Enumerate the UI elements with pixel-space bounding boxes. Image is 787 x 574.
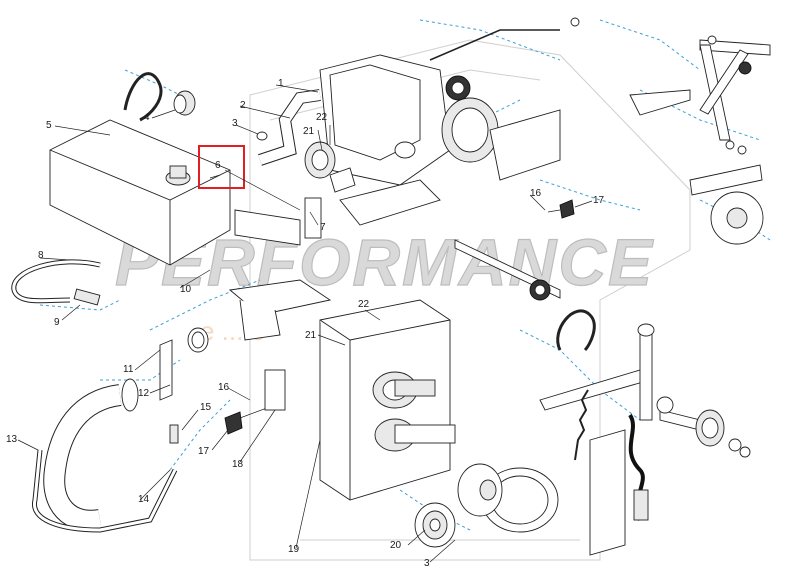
- callout-1: 1: [278, 78, 284, 89]
- callout-8: 8: [38, 250, 44, 261]
- callout-3-bottom: 3: [424, 558, 430, 569]
- tension-spring: [574, 389, 589, 461]
- callout-15: 15: [200, 402, 212, 413]
- callout-16-lower: 16: [218, 382, 230, 393]
- callout-11: 11: [123, 364, 134, 375]
- callout-14: 14: [138, 494, 150, 505]
- side-plate: [589, 429, 626, 556]
- callout-7: 7: [320, 222, 326, 233]
- adjustment-knob-upper: [547, 199, 575, 219]
- top-cable: [429, 29, 560, 61]
- callout-22-top: 22: [316, 112, 328, 123]
- callout-6: 6: [215, 160, 221, 171]
- hose-fitting: [73, 288, 101, 306]
- small-pulley: [173, 90, 196, 116]
- intake-elbow: [43, 378, 139, 532]
- callout-21-top: 21: [303, 126, 315, 137]
- hose-clamp: [187, 327, 209, 353]
- throttle-linkage: [629, 35, 771, 155]
- idler-pulley: [656, 396, 751, 458]
- callout-5: 5: [46, 120, 52, 131]
- callout-labels: 1 2 3 3 4 5 6 7 8 9 10 11 12 13 14 15 16…: [6, 78, 605, 569]
- callout-2: 2: [240, 100, 246, 111]
- v-belt: [556, 309, 596, 352]
- callout-17-upper: 17: [593, 195, 605, 206]
- engine: [319, 54, 499, 186]
- callout-9: 9: [54, 317, 60, 328]
- highlight-box: [198, 145, 245, 189]
- callout-22-bottom: 22: [358, 299, 370, 310]
- callout-3-top: 3: [232, 118, 238, 129]
- lever-arm: [539, 369, 651, 411]
- callout-10: 10: [180, 284, 192, 295]
- drive-belt: [123, 72, 163, 122]
- callout-19: 19: [288, 544, 300, 555]
- mounting-brackets: [228, 109, 561, 341]
- leader-lines: [17, 84, 593, 563]
- brake-drum: [457, 463, 559, 533]
- callout-21-bottom: 21: [305, 330, 317, 341]
- callout-17-lower: 17: [198, 446, 210, 457]
- callout-13: 13: [6, 434, 18, 445]
- gearbox-pulley: [414, 502, 456, 548]
- mounting-plate: [264, 369, 286, 411]
- engine-pulley: [304, 141, 356, 193]
- gearbox: [319, 299, 456, 501]
- callout-18: 18: [232, 459, 244, 470]
- clamp-bracket: [159, 339, 173, 401]
- callout-20: 20: [390, 540, 402, 551]
- callout-4: 4: [144, 112, 150, 123]
- drain-fitting: [169, 424, 179, 444]
- gasket: [256, 131, 268, 141]
- axle-tube: [689, 164, 763, 196]
- callout-16-upper: 16: [530, 188, 542, 199]
- fuel-tank: [49, 119, 231, 266]
- callout-12: 12: [138, 388, 150, 399]
